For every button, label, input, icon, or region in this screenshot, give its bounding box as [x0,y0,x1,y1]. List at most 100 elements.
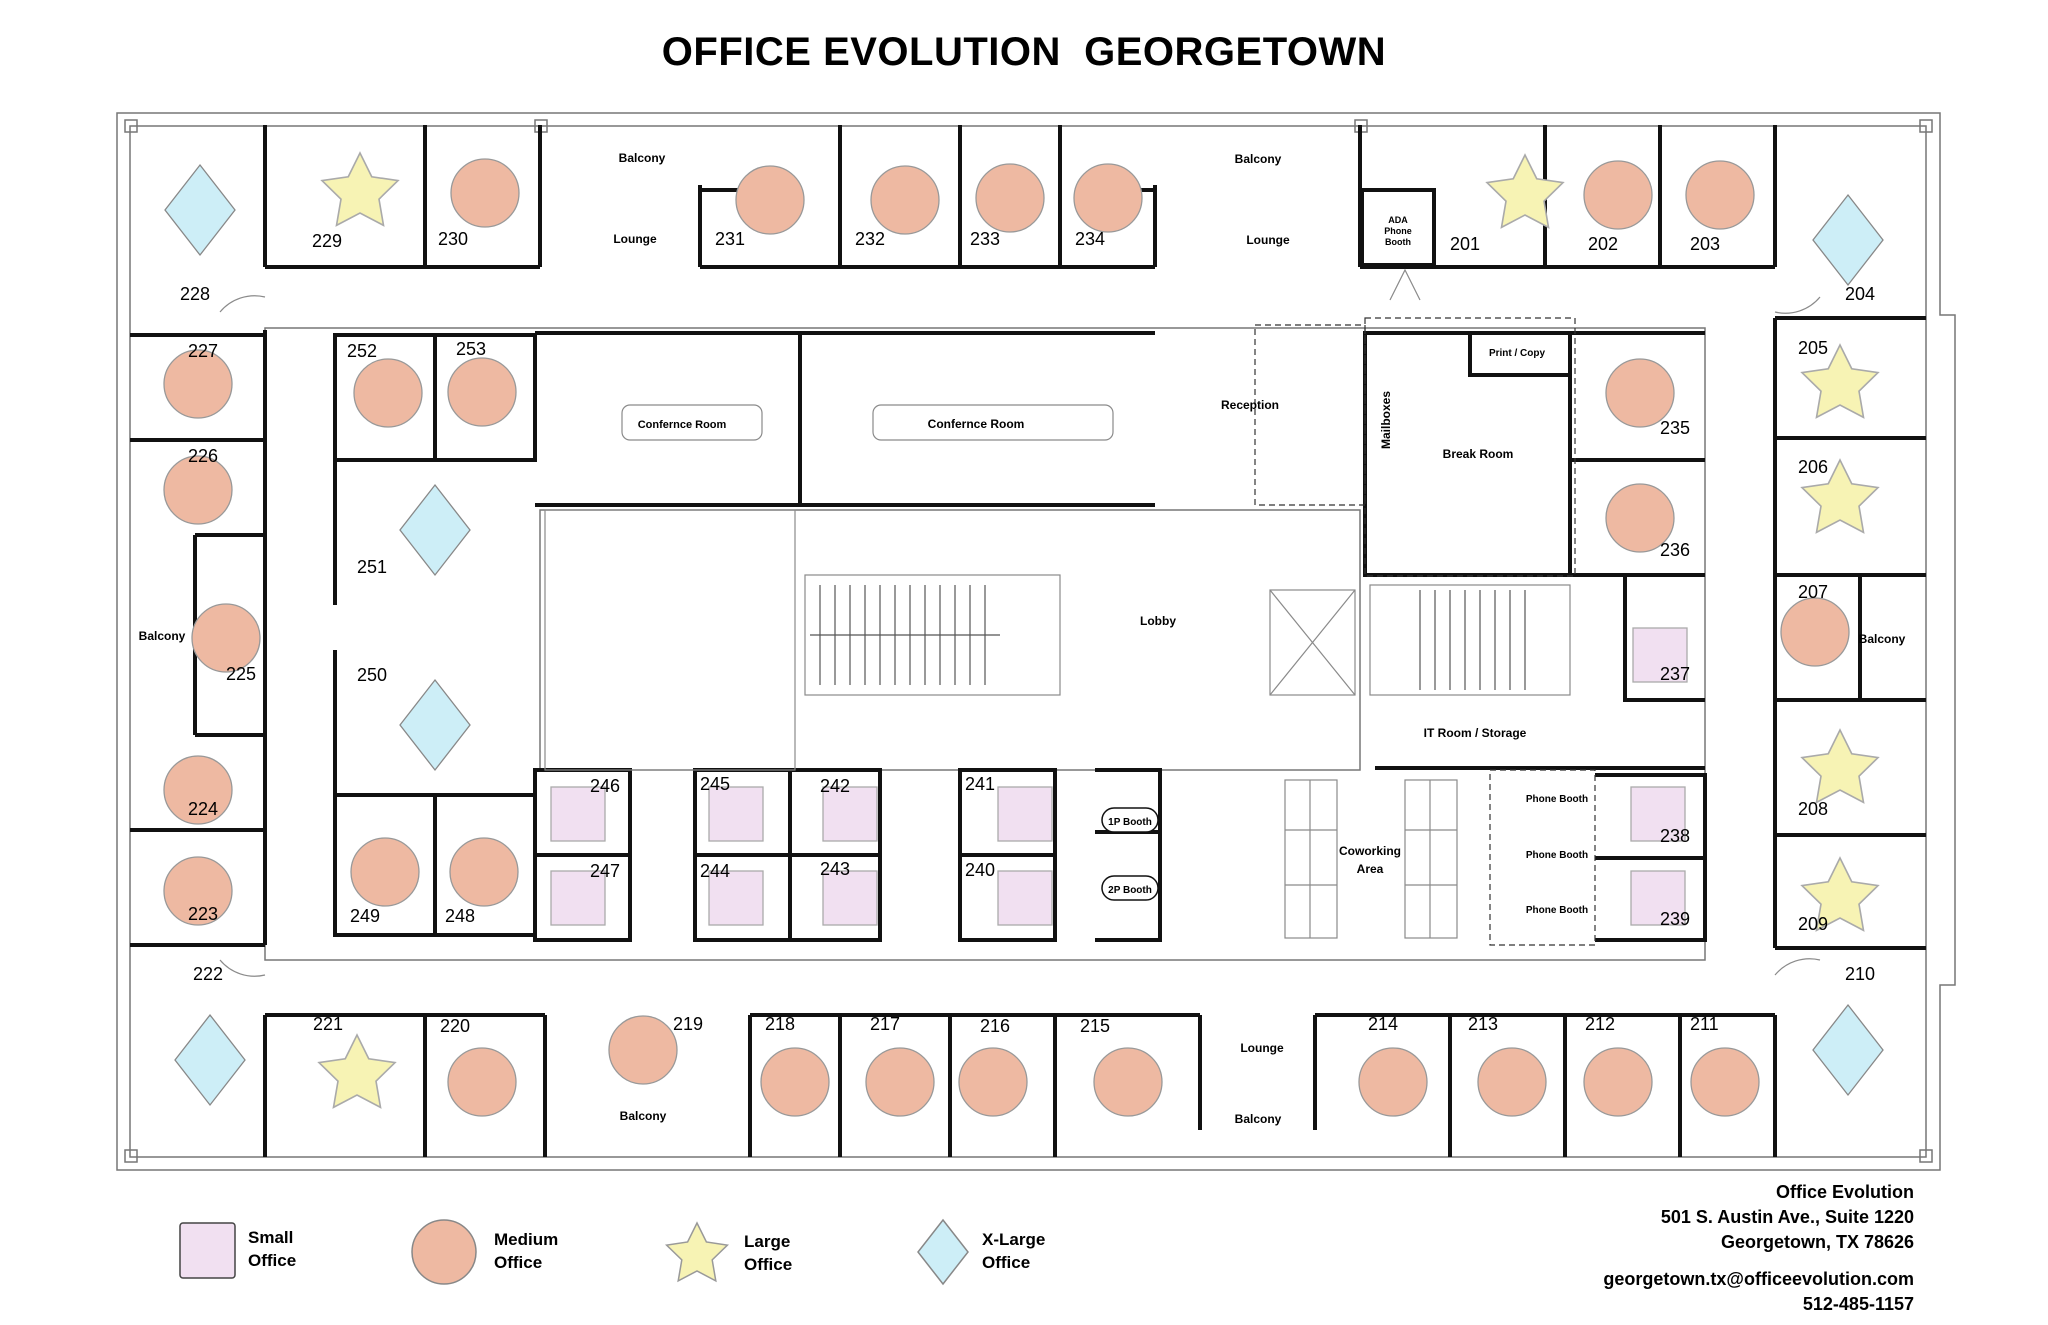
office-238-number: 238 [1660,826,1690,846]
office-225-number: 225 [226,664,256,684]
office-228-number: 228 [180,284,210,304]
page-title: OFFICE EVOLUTION GEORGETOWN [661,30,1387,74]
office-251-xlarge-symbol [399,483,471,577]
booth-1p-label: 1P Booth [1108,817,1152,828]
office-221-number: 221 [313,1014,343,1034]
office-221-large-symbol [318,1034,396,1109]
office-240-number: 240 [965,860,995,880]
office-232-medium-symbol [870,165,940,235]
office-201-number: 201 [1450,234,1480,254]
office-213-number: 213 [1468,1014,1498,1034]
office-237-number: 237 [1660,664,1690,684]
lounge-label: Lounge [1240,1041,1284,1055]
office-230-number: 230 [438,229,468,249]
office-236-medium-symbol [1605,483,1675,553]
coworking-label: Area [1357,862,1384,876]
office-220-number: 220 [440,1016,470,1036]
office-208-large-symbol [1801,729,1879,804]
booth-2p-label: 2P Booth [1108,885,1152,896]
balcony-label: Balcony [1235,152,1282,166]
office-218-medium-symbol [760,1047,830,1117]
office-241-small-symbol [997,786,1053,842]
phone-booth-label: Phone Booth [1526,850,1588,861]
office-243-number: 243 [820,859,850,879]
office-201-large-symbol [1486,154,1564,229]
office-224-number: 224 [188,799,218,819]
office-209-number: 209 [1798,914,1828,934]
balcony-label: Balcony [620,1109,667,1123]
ada-booth-label: ADA [1388,215,1408,225]
ada-booth-label: Booth [1385,237,1411,247]
office-207-number: 207 [1798,582,1828,602]
office-250-number: 250 [357,665,387,685]
office-240-small-symbol [997,870,1053,926]
phone-booth-label: Phone Booth [1526,794,1588,805]
office-219-number: 219 [673,1014,703,1034]
office-227-medium-symbol [163,349,233,419]
lobby-label: Lobby [1140,614,1176,628]
office-252-medium-symbol [353,358,423,428]
office-214-medium-symbol [1358,1047,1428,1117]
office-202-medium-symbol [1583,160,1653,230]
office-211-medium-symbol [1690,1047,1760,1117]
office-216-number: 216 [980,1016,1010,1036]
office-206-number: 206 [1798,457,1828,477]
office-220-medium-symbol [447,1047,517,1117]
office-245-number: 245 [700,774,730,794]
print-copy-label: Print / Copy [1489,348,1546,359]
lounge-label: Lounge [613,232,657,246]
contact-block: Office Evolution 501 S. Austin Ave., Sui… [1603,1180,1914,1317]
office-239-number: 239 [1660,909,1690,929]
office-215-number: 215 [1080,1016,1110,1036]
office-247-number: 247 [590,861,620,881]
office-253-medium-symbol [447,357,517,427]
office-253-number: 253 [456,339,486,359]
office-245-small-symbol [708,786,764,842]
office-235-medium-symbol [1605,358,1675,428]
office-203-number: 203 [1690,234,1720,254]
office-231-number: 231 [715,229,745,249]
office-225-medium-symbol [191,603,261,673]
office-207-medium-symbol [1780,597,1850,667]
phone-number[interactable]: 512-485-1157 [1802,1294,1914,1314]
legend-medium-label: Office [494,1253,542,1272]
office-212-number: 212 [1585,1014,1615,1034]
office-244-small-symbol [708,870,764,926]
office-210-number: 210 [1845,964,1875,984]
legend-small-label: Office [248,1251,296,1270]
office-203-medium-symbol [1685,160,1755,230]
office-226-medium-symbol [163,455,233,525]
ada-booth-label: Phone [1384,226,1412,236]
office-235-number: 235 [1660,418,1690,438]
conference-room-label: Confernce Room [638,419,727,431]
office-204-number: 204 [1845,284,1875,304]
office-224-medium-symbol [163,755,233,825]
ada-phone-booth [1360,188,1436,267]
legend-xlarge-swatch [917,1218,969,1286]
legend-medium-swatch [411,1219,477,1285]
office-233-medium-symbol [975,163,1045,233]
reception-label: Reception [1221,398,1279,412]
email-address[interactable]: georgetown.tx@officeevolution.com [1603,1269,1914,1289]
office-222-xlarge-symbol [174,1013,246,1107]
office-214-number: 214 [1368,1014,1398,1034]
office-219-medium-symbol [608,1015,678,1085]
office-216-medium-symbol [958,1047,1028,1117]
office-248-medium-symbol [449,837,519,907]
office-252-number: 252 [347,341,377,361]
company-name: Office Evolution [1775,1182,1914,1202]
office-210-xlarge-symbol [1812,1003,1884,1097]
office-231-medium-symbol [735,165,805,235]
legend-large-label: Large [744,1232,790,1251]
phone-booth-label: Phone Booth [1526,905,1588,916]
office-234-medium-symbol [1073,163,1143,233]
office-249-medium-symbol [350,837,420,907]
legend-xlarge-label: Office [982,1253,1030,1272]
legend: Small Office Medium Office Large Office … [179,1218,1045,1286]
legend-large-label: Office [744,1255,792,1274]
it-room-label: IT Room / Storage [1424,726,1527,740]
office-223-medium-symbol [163,856,233,926]
office-211-number: 211 [1690,1014,1719,1034]
office-243-small-symbol [822,870,878,926]
